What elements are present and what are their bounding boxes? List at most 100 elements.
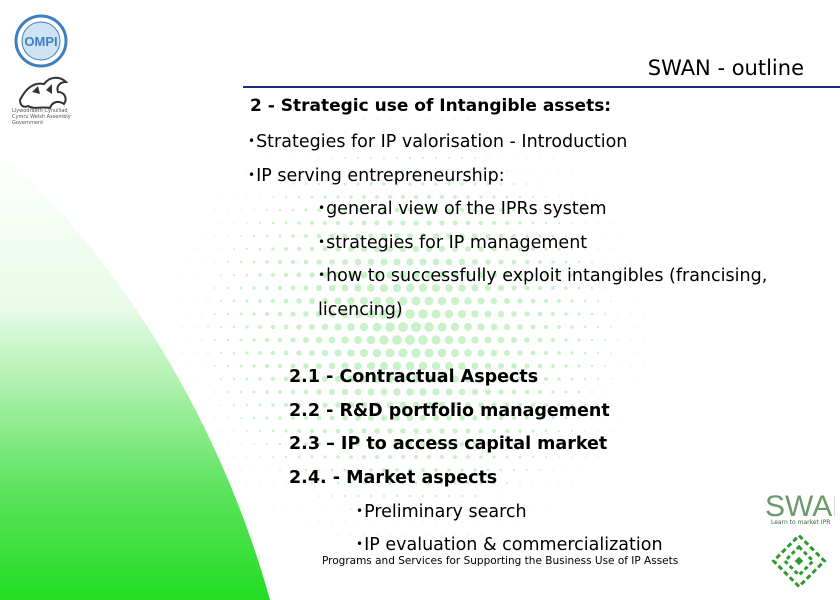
dot [398, 348, 408, 358]
dot [397, 321, 409, 333]
dot [334, 297, 342, 305]
dot [246, 196, 248, 198]
dot [498, 259, 504, 265]
swan-logo-text: SWAN [765, 490, 835, 523]
dot [240, 443, 242, 445]
dot [220, 222, 222, 224]
dot [427, 169, 431, 173]
sub-bullet-text: how to successfully exploit intangibles … [326, 266, 768, 286]
dot [233, 404, 235, 406]
dot [402, 118, 404, 120]
dot [420, 233, 426, 239]
dot [432, 388, 440, 396]
dot [422, 521, 424, 523]
dot [207, 352, 209, 354]
dot [386, 401, 394, 409]
dot [382, 468, 386, 472]
dot [425, 375, 433, 383]
dot [252, 390, 256, 394]
dot [461, 131, 463, 133]
dot [296, 298, 302, 304]
dot [344, 157, 346, 159]
dot [564, 364, 568, 368]
dot [418, 309, 428, 319]
dot [240, 469, 242, 471]
dot [526, 157, 528, 159]
dot [623, 378, 625, 380]
dot [454, 534, 456, 536]
dot [447, 468, 451, 472]
dot [407, 233, 413, 239]
dot [433, 233, 439, 239]
dot [214, 443, 216, 445]
dot [464, 349, 472, 357]
dot [279, 183, 281, 185]
dot [303, 311, 309, 317]
dot [284, 247, 288, 251]
dot [550, 337, 556, 343]
dot [411, 348, 421, 358]
dot [219, 351, 223, 355]
dot [544, 429, 548, 433]
dot [270, 298, 276, 304]
dot [359, 322, 369, 332]
dot [413, 428, 419, 434]
dot [465, 246, 471, 252]
dot [604, 443, 606, 445]
dot [283, 298, 289, 304]
dot [446, 207, 452, 213]
dot [570, 377, 574, 381]
dot [233, 430, 235, 432]
dot [245, 403, 249, 407]
dot [316, 259, 322, 265]
dot [336, 455, 340, 459]
dot [425, 401, 433, 409]
dot [349, 481, 353, 485]
dot [467, 144, 469, 146]
dot [348, 220, 354, 226]
dot [485, 389, 491, 395]
section-item: 2.3 – IP to access capital market [289, 434, 608, 454]
dot [511, 233, 517, 239]
dot [220, 430, 222, 432]
dot [283, 324, 289, 330]
dot [584, 430, 586, 432]
dot [328, 310, 336, 318]
dot [227, 261, 229, 263]
dot [498, 389, 504, 395]
market-bullet-item: •IP evaluation & commercialization [356, 535, 663, 555]
dot [227, 235, 229, 237]
dot [334, 271, 342, 279]
dot [465, 428, 471, 434]
dot [252, 312, 256, 316]
dot [505, 221, 509, 225]
swan-emblem-icon [771, 533, 827, 589]
dot [458, 284, 466, 292]
dot [383, 521, 385, 523]
dot [545, 508, 547, 510]
dot [558, 482, 560, 484]
dot [497, 336, 505, 344]
dot [296, 246, 302, 252]
dot [220, 378, 222, 380]
dot [531, 429, 535, 433]
dot [309, 246, 315, 252]
dot [214, 235, 216, 237]
dot [422, 131, 424, 133]
dot [310, 221, 314, 225]
dot [239, 286, 243, 290]
dot [604, 313, 606, 315]
dot [394, 207, 400, 213]
dot [477, 349, 485, 357]
dot [201, 391, 203, 393]
dot [458, 258, 466, 266]
dot [500, 521, 502, 523]
dot [591, 209, 593, 211]
dot [387, 220, 393, 226]
dot [604, 339, 606, 341]
dot [432, 258, 440, 266]
dot [538, 260, 542, 264]
dot [201, 339, 203, 341]
dot [565, 443, 567, 445]
dot [399, 271, 407, 279]
